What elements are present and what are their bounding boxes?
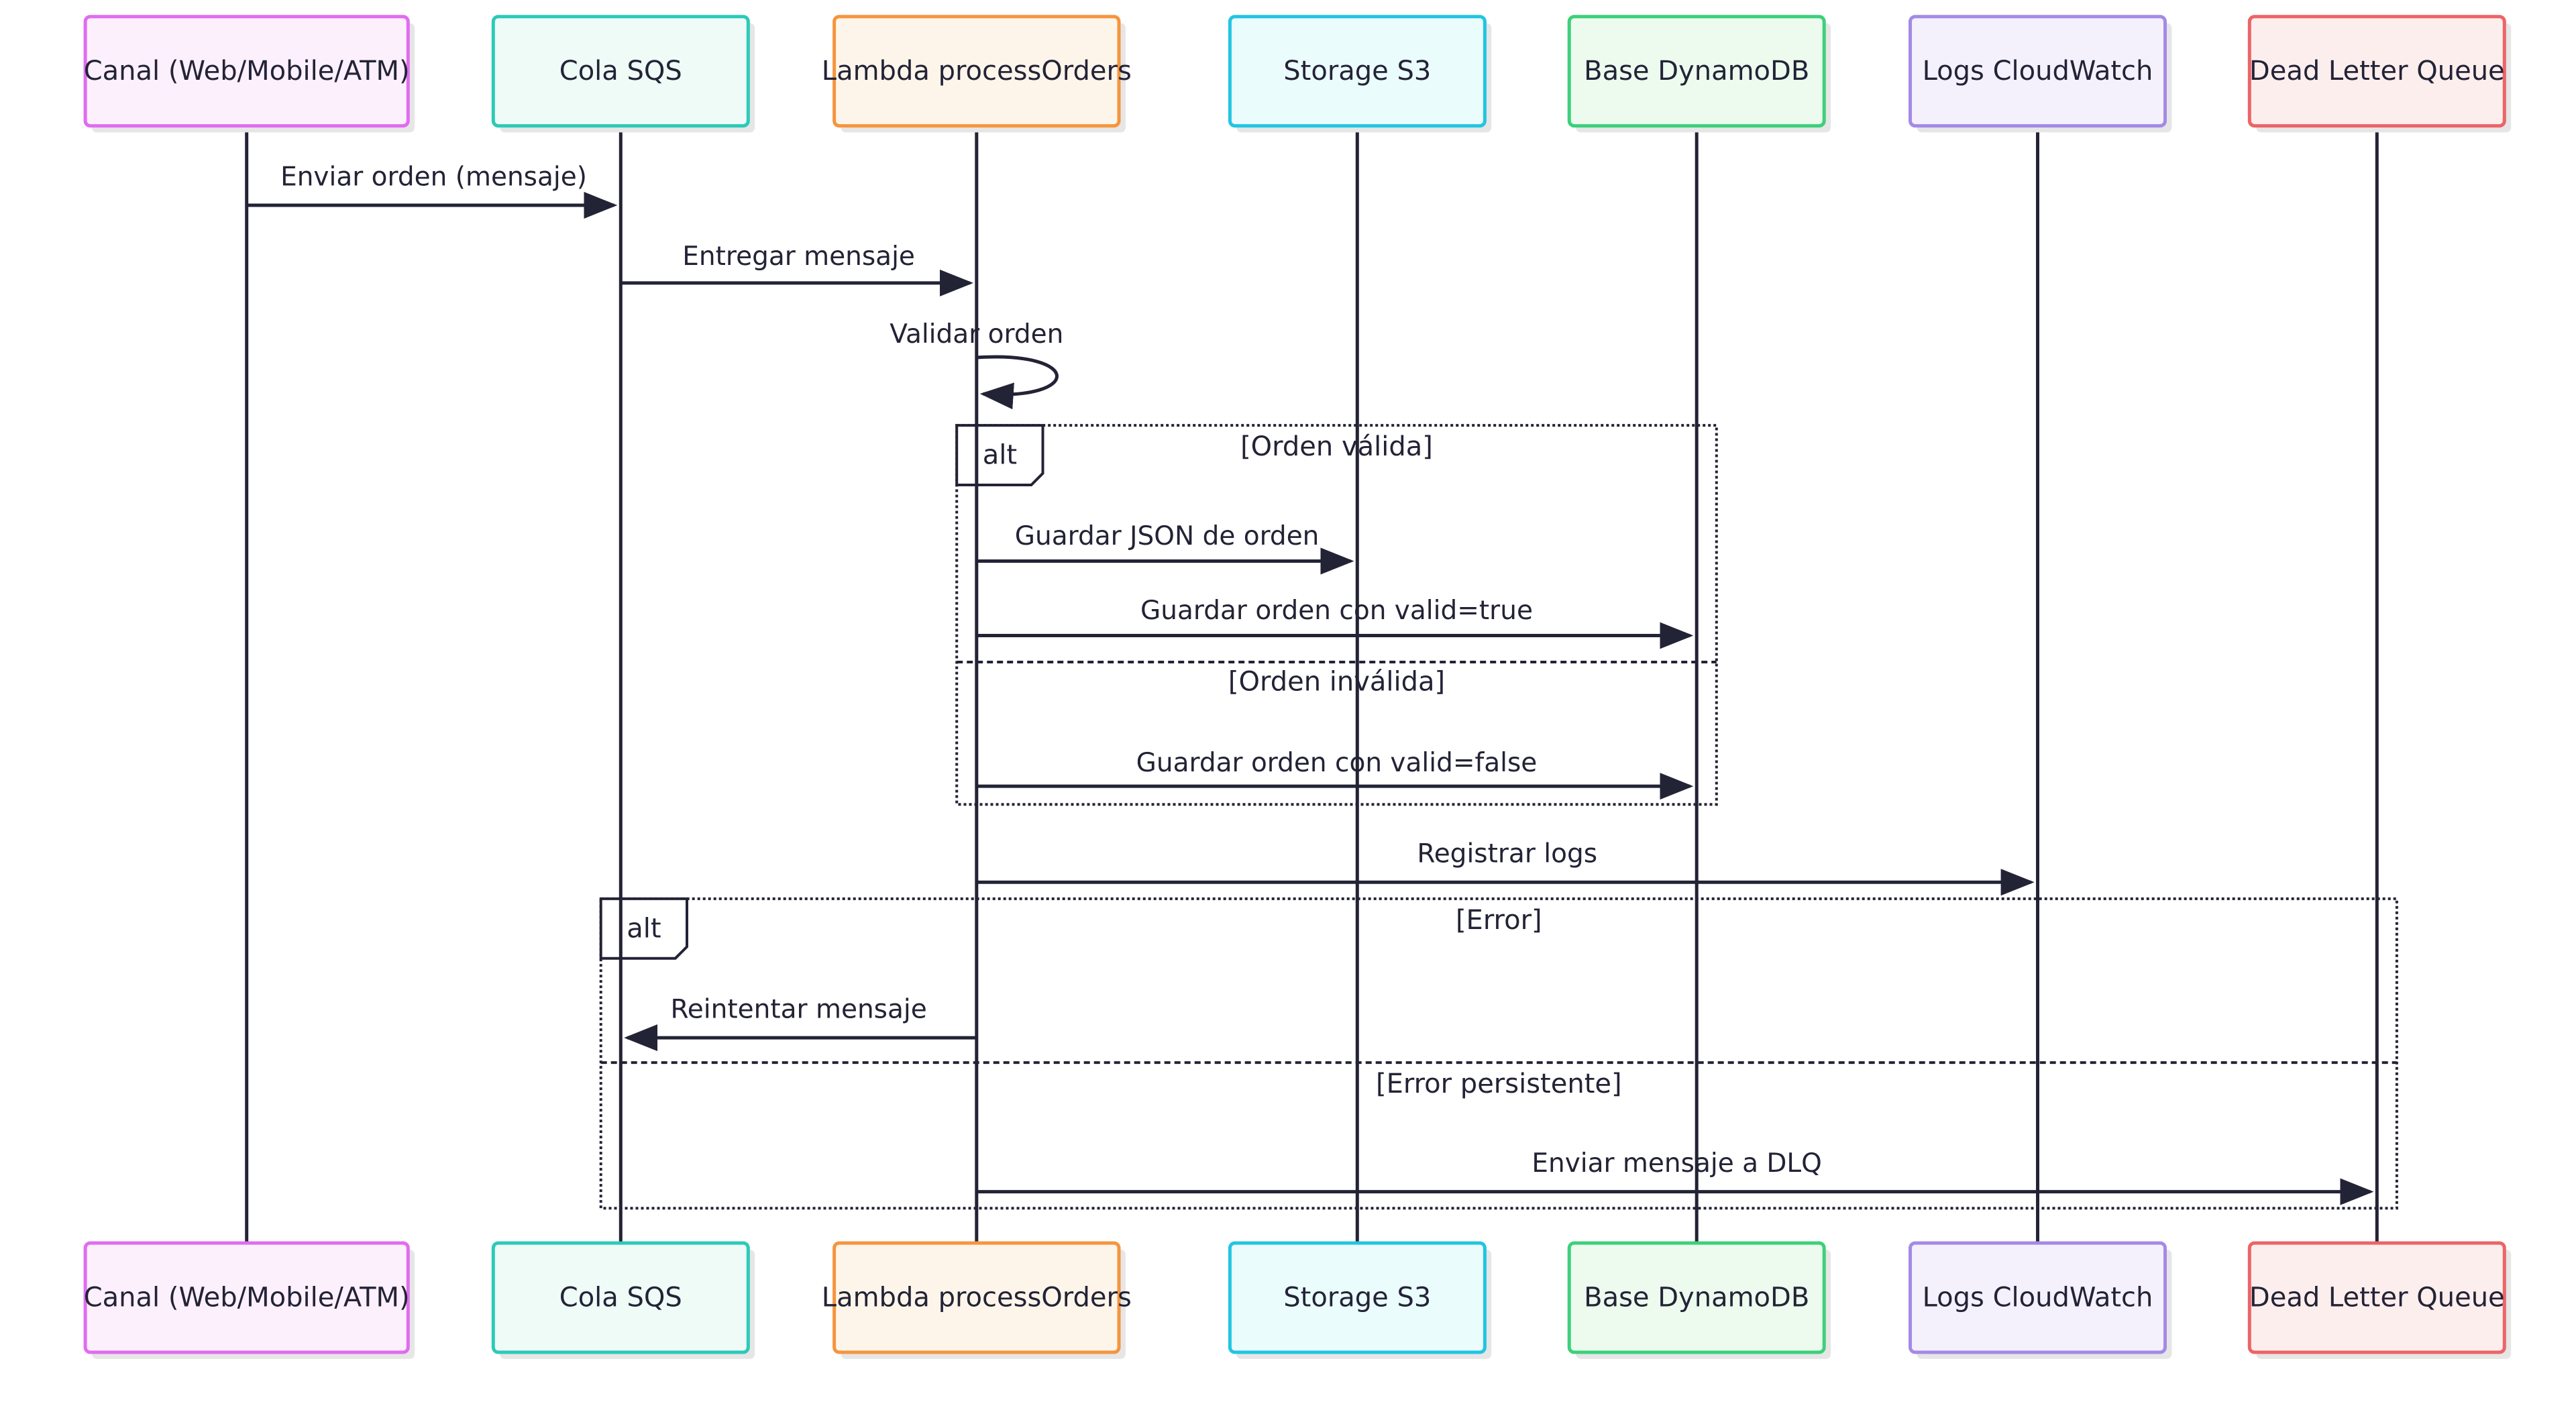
message: Entregar mensaje <box>621 241 973 296</box>
alt-keyword: alt <box>983 440 1017 471</box>
participant-box <box>1567 15 1826 128</box>
participant-box <box>1909 15 2167 128</box>
message: Registrar logs <box>976 839 2035 896</box>
participant-sqs-bottom: Cola SQS <box>491 1241 755 1359</box>
participant-box <box>1228 1241 1487 1354</box>
message: Enviar orden (mensaje) <box>246 162 618 219</box>
participant-label: Dead Letter Queue <box>2249 56 2505 87</box>
participant-label: Logs CloudWatch <box>1923 1283 2153 1313</box>
participant-dlq-top: Dead Letter Queue <box>2247 15 2512 133</box>
message-label: Enviar orden (mensaje) <box>280 162 587 193</box>
alt-fragment: alt [Error] [Error persistente] <box>599 897 2398 1210</box>
alt-condition: [Orden inválida] <box>1228 667 1445 698</box>
participant-label: Canal (Web/Mobile/ATM) <box>84 1283 410 1313</box>
participant-box <box>2247 1241 2506 1354</box>
participant-s3-bottom: Storage S3 <box>1228 1241 1492 1359</box>
participant-label: Storage S3 <box>1283 1283 1431 1313</box>
participant-box <box>491 1241 750 1354</box>
participant-box <box>83 15 410 128</box>
message: Reintentar mensaje <box>624 995 977 1052</box>
alt-keyword: alt <box>627 913 661 944</box>
message: Guardar JSON de orden <box>976 521 1354 575</box>
participant-box <box>1567 1241 1826 1354</box>
message: Enviar mensaje a DLQ <box>976 1148 2374 1205</box>
message-label: Guardar JSON de orden <box>1015 521 1320 551</box>
participant-box <box>2247 15 2506 128</box>
participant-s3-top: Storage S3 <box>1228 15 1492 133</box>
message: Guardar orden con valid=true <box>976 596 1694 649</box>
message-label: Guardar orden con valid=true <box>1140 596 1533 626</box>
message-label: Guardar orden con valid=false <box>1136 748 1538 778</box>
participant-cw-top: Logs CloudWatch <box>1909 15 2172 133</box>
message-label: Reintentar mensaje <box>670 995 926 1025</box>
participant-canal-bottom: Canal (Web/Mobile/ATM) <box>83 1241 415 1359</box>
alt-condition: [Orden válida] <box>1240 431 1433 462</box>
message: Guardar orden con valid=false <box>976 748 1694 800</box>
message-label: Registrar logs <box>1417 839 1597 869</box>
participant-box <box>1228 15 1487 128</box>
participant-box <box>83 1241 410 1354</box>
participant-label: Base DynamoDB <box>1584 1283 1809 1313</box>
participant-lambda-bottom: Lambda processOrders <box>822 1241 1132 1359</box>
alt-condition: [Error] <box>1456 905 1542 936</box>
participant-label: Lambda processOrders <box>822 1283 1132 1313</box>
message-label: Validar orden <box>890 319 1063 349</box>
participant-label: Dead Letter Queue <box>2249 1283 2505 1313</box>
participant-lambda-top: Lambda processOrders <box>822 15 1132 133</box>
participant-dynamo-top: Base DynamoDB <box>1567 15 1831 133</box>
participant-box <box>833 1241 1121 1354</box>
message-label: Entregar mensaje <box>682 241 915 272</box>
alt-frame <box>599 897 2398 1210</box>
alt-condition: [Error persistente] <box>1376 1069 1622 1099</box>
participant-dlq-bottom: Dead Letter Queue <box>2247 1241 2512 1359</box>
participant-box <box>833 15 1121 128</box>
participant-sqs-top: Cola SQS <box>491 15 755 133</box>
participant-box <box>1909 1241 2167 1354</box>
participant-dynamo-bottom: Base DynamoDB <box>1567 1241 1831 1359</box>
participant-label: Base DynamoDB <box>1584 56 1809 87</box>
self-message-arrow <box>976 355 1059 410</box>
participant-cw-bottom: Logs CloudWatch <box>1909 1241 2172 1359</box>
participant-label: Canal (Web/Mobile/ATM) <box>84 56 410 87</box>
participant-label: Logs CloudWatch <box>1923 56 2153 87</box>
participant-label: Cola SQS <box>559 1283 682 1313</box>
alt-frame <box>955 424 1718 806</box>
participant-box <box>491 15 750 128</box>
participant-label: Cola SQS <box>559 56 682 87</box>
participant-label: Storage S3 <box>1283 56 1431 87</box>
participant-label: Lambda processOrders <box>822 56 1132 87</box>
message-label: Enviar mensaje a DLQ <box>1532 1148 1822 1179</box>
message: Validar orden <box>890 319 1063 410</box>
participant-canal-top: Canal (Web/Mobile/ATM) <box>83 15 415 133</box>
